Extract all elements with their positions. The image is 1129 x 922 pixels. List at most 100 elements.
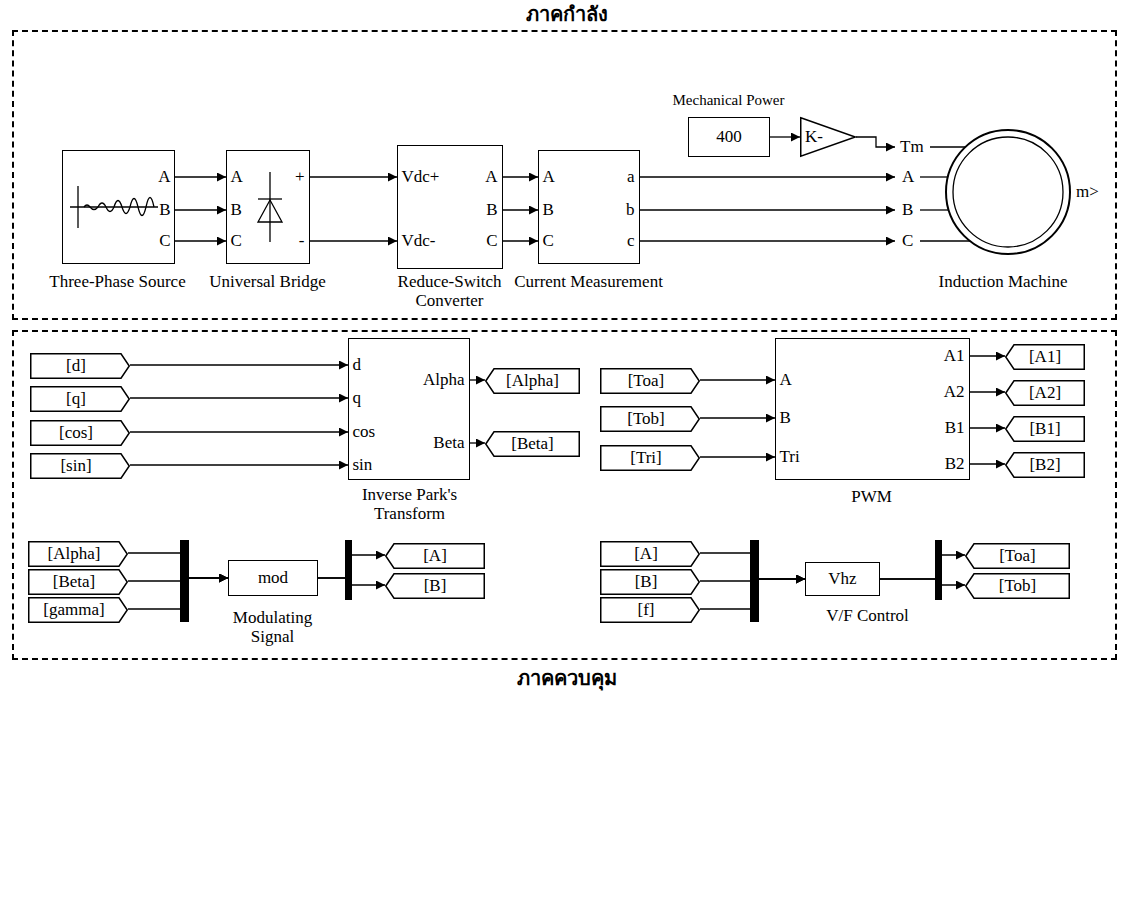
block-label: [B1]	[1029, 419, 1060, 439]
function-block: ABCThree-Phase Source	[62, 150, 175, 264]
demux-bar	[345, 540, 352, 600]
goto-tag: [A1]	[1005, 344, 1085, 370]
constant-block: Mechanical Power400	[688, 117, 770, 157]
signal-line	[470, 379, 485, 380]
from-tag: [B]	[600, 569, 700, 595]
signal-line	[175, 176, 226, 177]
goto-tag: [Alpha]	[485, 368, 580, 394]
tag-outline	[966, 544, 1070, 569]
block-label: [Beta]	[53, 572, 95, 592]
block-label: d	[353, 355, 362, 375]
block-label: K-	[805, 127, 823, 147]
block-label: [A2]	[1029, 383, 1061, 403]
tag-outline	[601, 446, 700, 471]
signal-line	[175, 209, 226, 210]
block-label: A2	[944, 382, 965, 402]
block-label: Universal Bridge	[209, 272, 326, 292]
signal-line	[770, 136, 800, 137]
wave-axis	[77, 186, 78, 228]
block-label: [Tri]	[630, 448, 662, 468]
tag-outline	[486, 432, 580, 457]
goto-tag: [A2]	[1005, 380, 1085, 406]
block-label: PWM	[851, 487, 892, 507]
block-label: [Tob]	[999, 576, 1037, 596]
block-label: B	[543, 200, 554, 220]
tag-outline	[29, 570, 128, 595]
diode-symbol	[269, 172, 270, 242]
demux-bar	[935, 540, 942, 600]
block-label: Tri	[780, 447, 800, 467]
function-block: ABTriA1A2B1B2PWM	[775, 338, 970, 480]
block-label: [A1]	[1029, 347, 1061, 367]
signal-line	[130, 431, 348, 432]
function-block: ABCabcCurrent Measurement	[538, 150, 640, 264]
tag-outline	[601, 369, 700, 394]
tag-outline	[386, 544, 485, 569]
block-label: [Toa]	[999, 546, 1036, 566]
signal-line	[130, 364, 348, 365]
block-label: [Alpha]	[48, 544, 101, 564]
function-block: Vdc+Vdc-ABCReduce-Switch Converter	[397, 145, 503, 269]
tag-outline	[29, 542, 128, 567]
block-label: [Tob]	[627, 409, 665, 429]
block-label: Reduce-Switch Converter	[385, 272, 515, 311]
block-label: m>	[1076, 182, 1099, 202]
signal-line	[130, 464, 348, 465]
signal-line	[128, 578, 228, 609]
block-label: q	[353, 388, 362, 408]
goto-tag: [B1]	[1005, 416, 1085, 442]
block-label: C	[902, 231, 913, 251]
signal-line	[880, 555, 965, 579]
goto-tag: [Toa]	[965, 543, 1070, 569]
signal-line	[856, 137, 895, 147]
tag-outline	[601, 598, 700, 623]
block-label: sin	[353, 455, 373, 475]
gain-block: K-	[800, 117, 856, 157]
from-tag: [q]	[30, 386, 130, 412]
block-label: [f]	[638, 600, 655, 620]
port-line	[920, 240, 970, 241]
signal-line	[640, 209, 895, 210]
mux-bar	[750, 540, 759, 622]
signal-line	[640, 240, 895, 241]
port-line	[930, 146, 965, 147]
block-label: [q]	[66, 389, 86, 409]
signal-line	[130, 397, 348, 398]
tag-outline	[1006, 345, 1085, 370]
function-block: dqcossinAlphaBetaInverse Park's Transfor…	[348, 338, 470, 480]
block-label: [sin]	[60, 456, 91, 476]
block-label: C	[159, 231, 170, 251]
block-label: Vdc-	[402, 231, 436, 251]
signal-line	[700, 417, 775, 418]
block-label: Three-Phase Source	[49, 272, 185, 292]
block-label: A	[902, 167, 914, 187]
signal-line	[700, 379, 775, 380]
signal-line	[310, 240, 397, 241]
block-label: [Alpha]	[506, 371, 559, 391]
block-label: A	[231, 167, 243, 187]
from-tag: [sin]	[30, 453, 130, 479]
signal-line	[640, 176, 895, 177]
from-tag: [d]	[30, 353, 130, 379]
signal-line	[503, 176, 538, 177]
signal-line	[970, 463, 1005, 464]
from-tag: [Beta]	[28, 569, 128, 595]
block-label: A1	[944, 346, 965, 366]
block-label: c	[627, 231, 635, 251]
from-tag: [gamma]	[28, 597, 128, 623]
signal-line	[970, 391, 1005, 392]
from-tag: [Alpha]	[28, 541, 128, 567]
tag-outline	[601, 570, 700, 595]
section-title: ภาคควบคุม	[517, 667, 617, 690]
function-block: modModulating Signal	[228, 560, 318, 596]
from-tag: [Tri]	[600, 445, 700, 471]
signal-line	[503, 240, 538, 241]
block-label: +	[295, 167, 305, 187]
block-label: [B2]	[1029, 455, 1060, 475]
signal-line	[700, 456, 775, 457]
signal-line	[503, 209, 538, 210]
block-label: [Beta]	[511, 434, 553, 454]
block-label: A	[780, 370, 792, 390]
tag-outline	[1006, 417, 1085, 442]
